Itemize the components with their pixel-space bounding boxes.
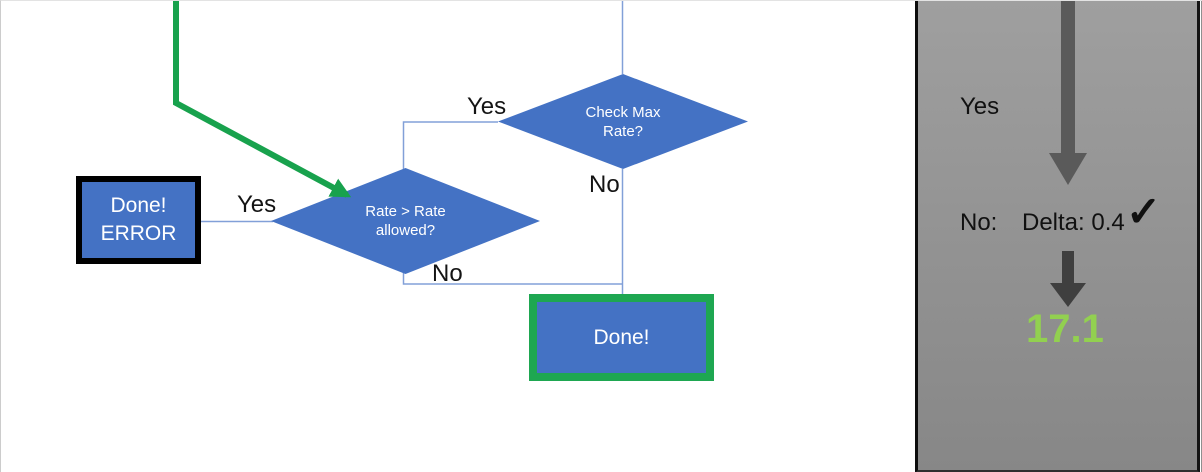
node-done-label: Done! bbox=[593, 325, 650, 349]
node-done: Done! bbox=[529, 294, 714, 381]
label-yes-from-maxrate: Yes bbox=[467, 93, 507, 120]
label-no-from-maxrate: No bbox=[589, 171, 620, 198]
panel-result-value: 17.1 bbox=[1026, 307, 1104, 351]
decision-rate-allowed: Rate > Rate allowed? bbox=[271, 168, 540, 274]
side-panel: Yes No: Delta: 0.4 ✓ 17.1 bbox=[915, 1, 1200, 472]
decision-check-max-rate: Check Max Rate? bbox=[498, 74, 748, 169]
decision-check-max-rate-label: Check Max Rate? bbox=[585, 103, 661, 140]
node-done-error-label: Done! ERROR bbox=[100, 194, 177, 245]
panel-no-label: No: bbox=[960, 209, 998, 236]
small-down-arrow-icon bbox=[1050, 251, 1086, 307]
node-done-error: Done! ERROR bbox=[76, 176, 201, 264]
label-yes-to-error: Yes bbox=[237, 191, 277, 218]
big-down-arrow-icon bbox=[1049, 1, 1087, 185]
panel-delta-value: Delta: 0.4 bbox=[1022, 209, 1125, 236]
label-no-from-rate: No bbox=[432, 260, 463, 287]
panel-yes-label: Yes bbox=[960, 93, 1000, 120]
decision-rate-allowed-label: Rate > Rate allowed? bbox=[365, 203, 446, 239]
checkmark-icon: ✓ bbox=[1126, 188, 1162, 235]
